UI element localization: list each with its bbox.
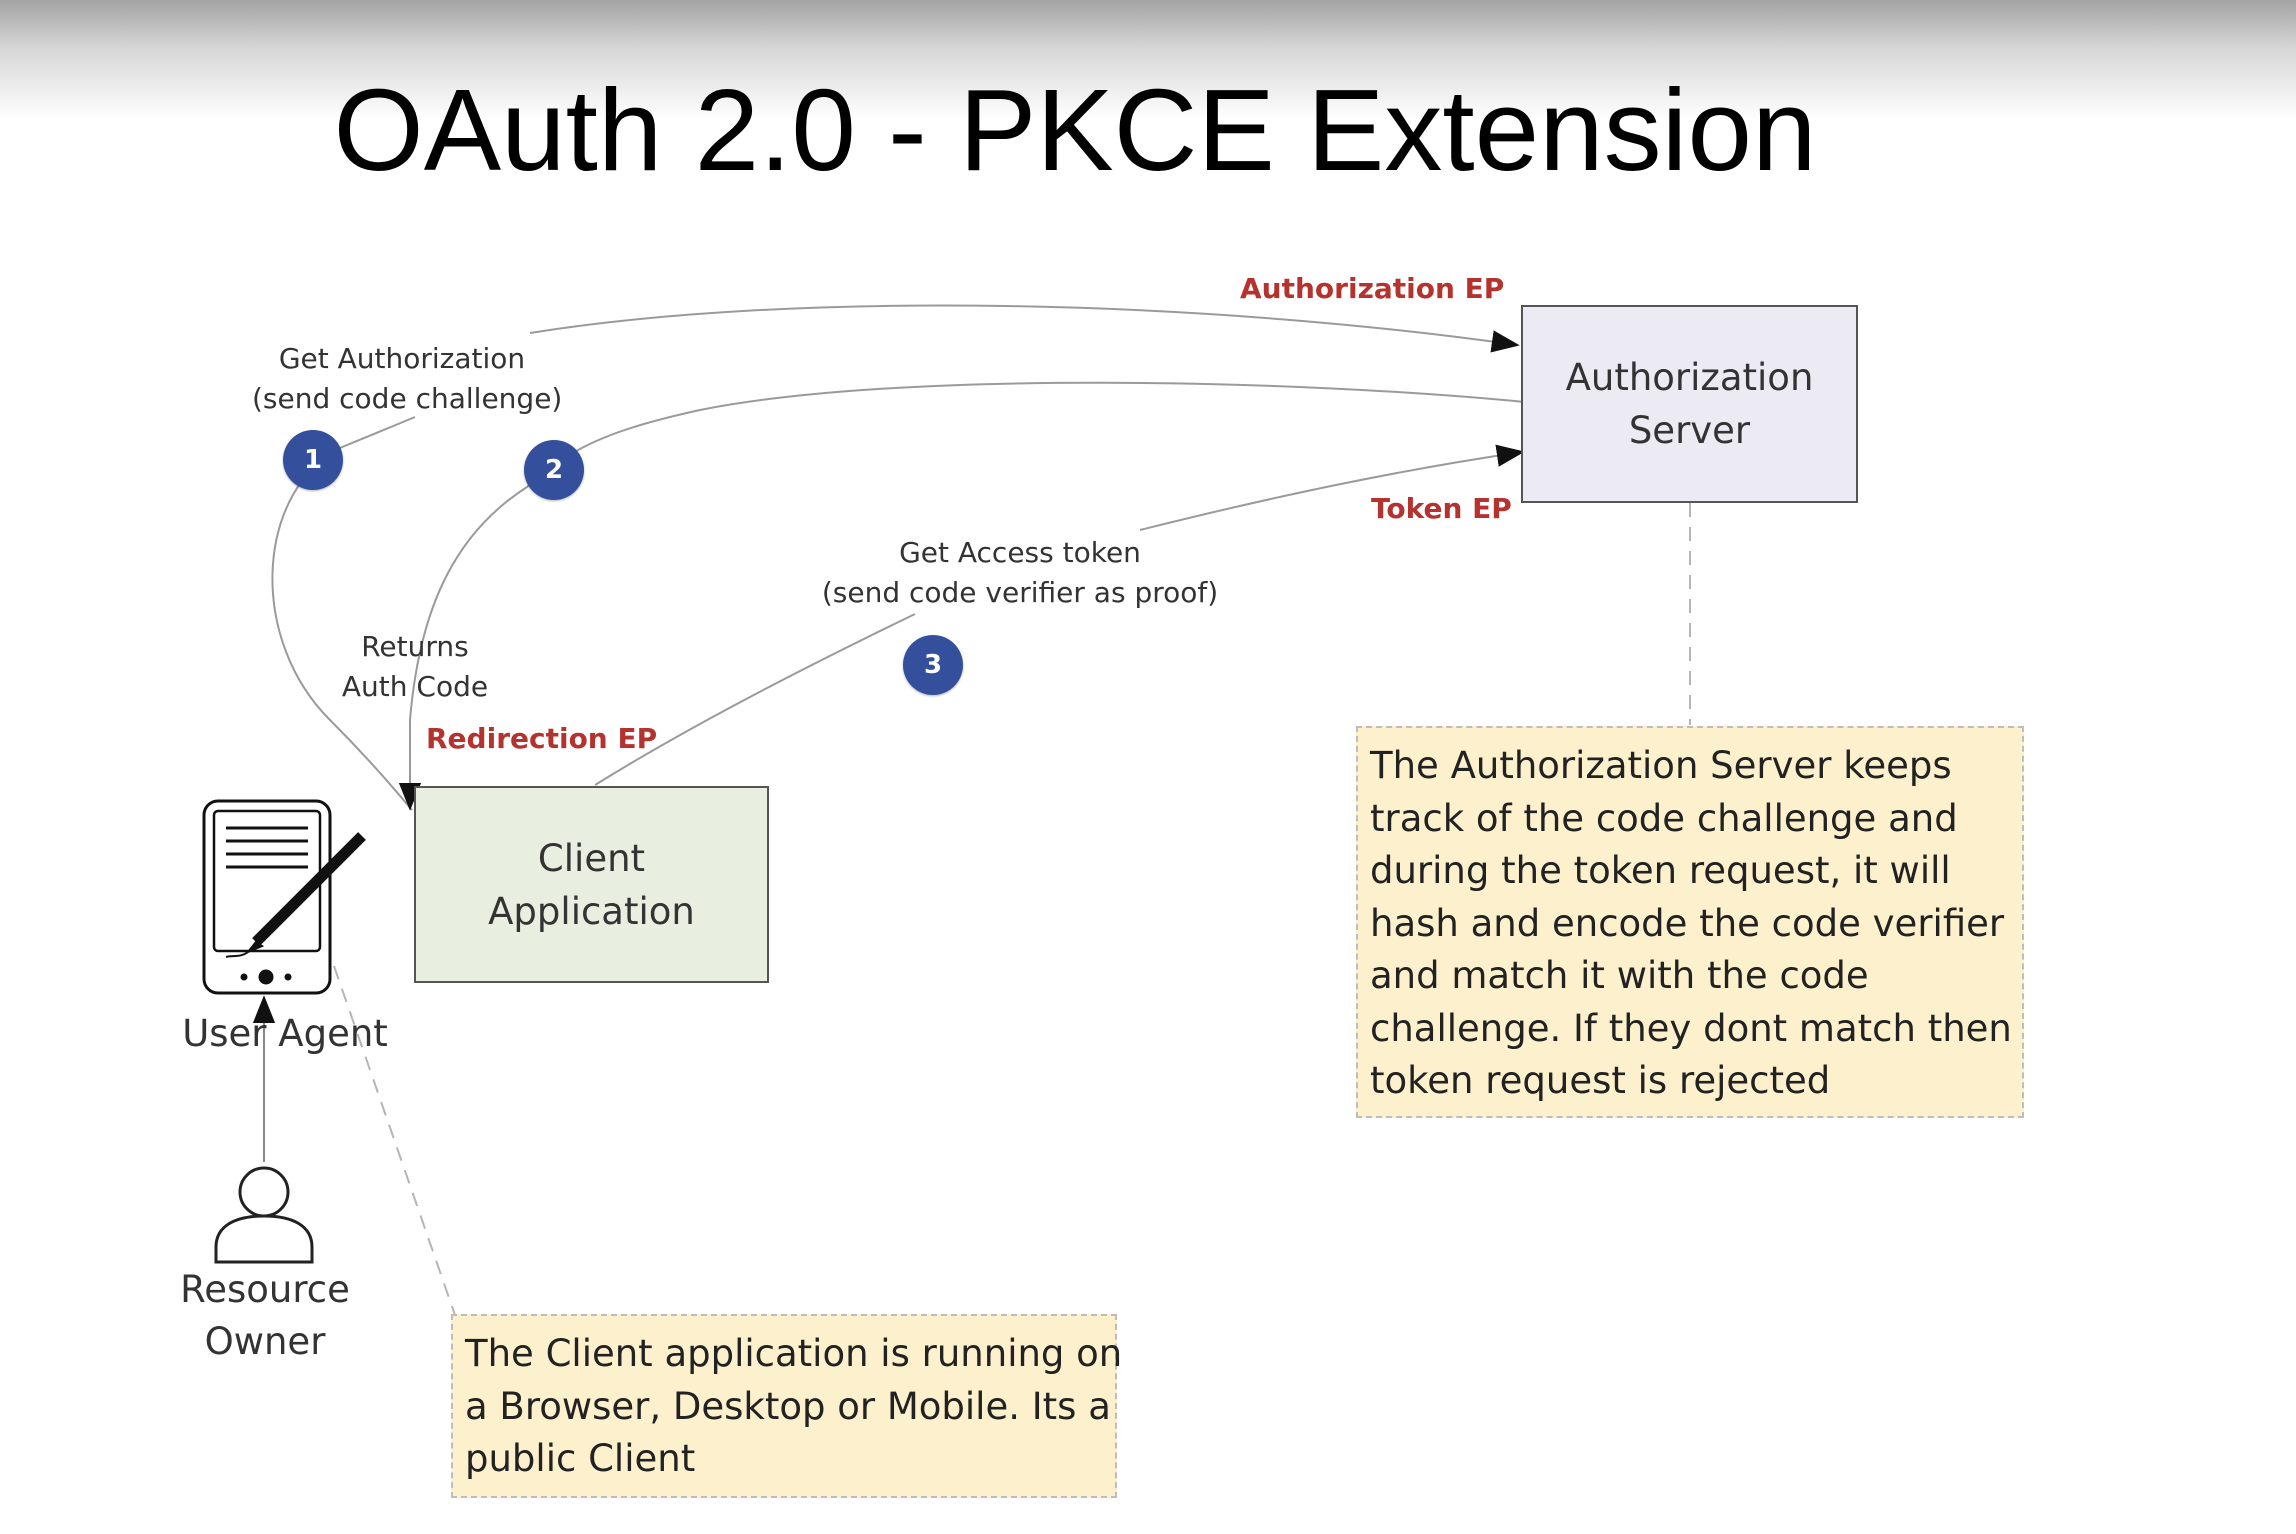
step2-arrow [398,381,1526,811]
step1-badge: 1 [283,430,343,490]
client-application-box: Client Application [414,786,769,983]
step2-badge: 2 [524,440,584,500]
server-note-line: and match it with the code [1370,954,1869,997]
client-note-line: a Browser, Desktop or Mobile. Its a [465,1384,1111,1428]
resource-owner-line1: Resource [180,1268,350,1311]
resource-owner-line2: Owner [204,1320,326,1363]
page-title: OAuth 2.0 - PKCE Extension [333,65,1817,195]
server-note-line: track of the code challenge and [1370,796,1958,840]
user-agent-label: User Agent [182,1012,388,1055]
step3-top-arrow [1139,444,1525,531]
client-note-line: public Client [465,1437,696,1480]
step1-top-arrow [529,304,1520,353]
server-note-line: The Authorization Server keeps [1370,744,1952,787]
step3-label: Get Access token (send code verifier as … [810,533,1230,613]
title-band [0,0,2296,120]
client-application-note: The Client application is running on a B… [451,1314,1123,1498]
client-note-line: The Client application is running on [465,1332,1123,1375]
step3-label-line2: (send code verifier as proof) [821,576,1219,609]
authorization-server-box: Authorization Server [1521,305,1858,503]
step3-label-line1: Get Access token [899,536,1141,569]
step2-label-line1: Returns [361,630,469,663]
step1-label-line2: (send code challenge) [252,382,563,415]
server-note-line: challenge. If they dont match then [1370,1006,2012,1050]
redirection-endpoint-label: Redirection EP [426,722,658,755]
server-note-line: during the token request, it will [1370,849,1951,892]
step2-label: Returns Auth Code [330,627,500,707]
authorization-server-line2: Server [1628,409,1751,452]
step1-label-line1: Get Authorization [278,342,526,375]
client-application-line1: Client [537,836,646,880]
resource-owner-person-icon [214,1166,314,1264]
step1-arrow [271,416,416,811]
server-note-line: hash and encode the code verifier [1370,901,2005,945]
authorization-server-note: The Authorization Server keeps track of … [1356,726,2024,1118]
authorization-endpoint-label: Authorization EP [1240,272,1505,305]
step3-badge: 3 [903,635,963,695]
resource-owner-label: Resource Owner [160,1264,370,1368]
step2-label-line2: Auth Code [341,670,489,703]
token-endpoint-label: Token EP [1371,492,1512,525]
authorization-server-line1: Authorization [1565,356,1814,399]
client-application-line2: Application [488,889,695,933]
step1-label: Get Authorization (send code challenge) [252,339,563,419]
step3-arrow [594,613,916,786]
server-note-line: token request is rejected [1370,1059,1831,1102]
user-agent-device-icon [202,799,366,995]
